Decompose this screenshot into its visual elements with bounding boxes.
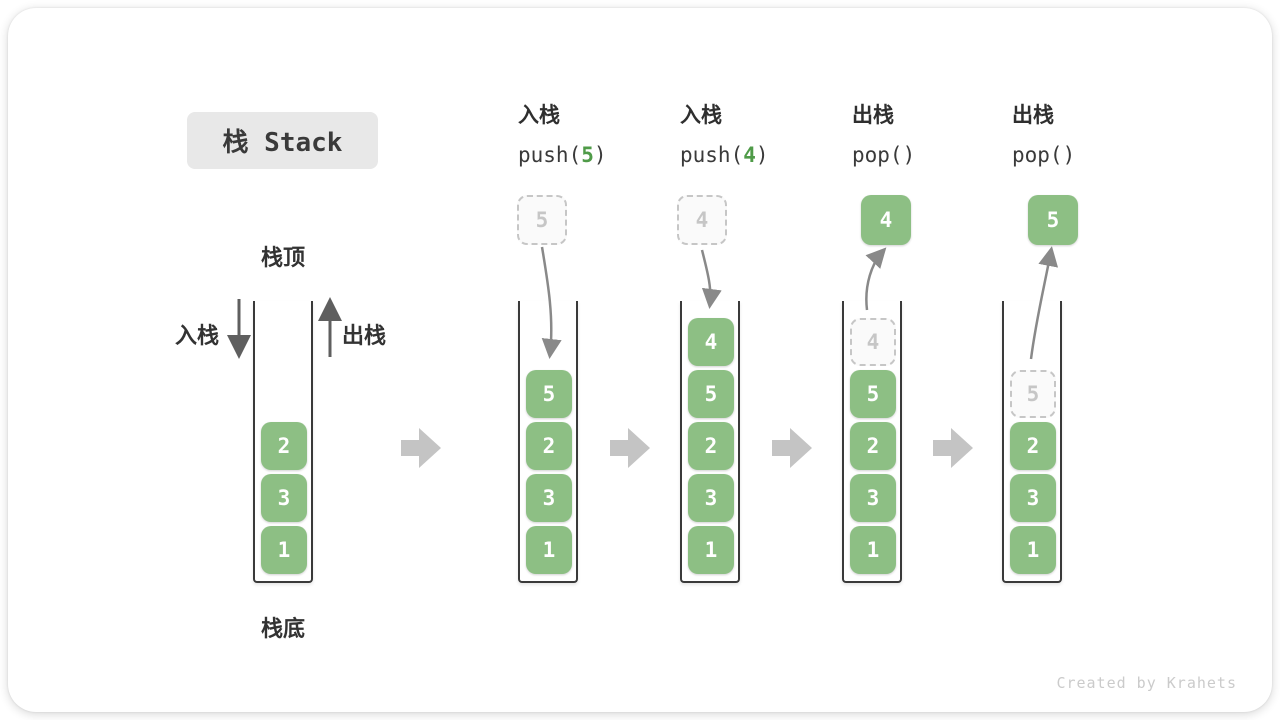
stack-container-initial: 2 3 1 [253, 301, 313, 583]
stack-container-push-5: 5 2 3 1 [518, 301, 578, 583]
header-push-5-code: push(5) [518, 142, 607, 168]
stack-bottom-label: 栈底 [260, 616, 305, 641]
header-pop-5: 出栈 pop() [1012, 104, 1075, 168]
ghost-slot: 4 [850, 318, 896, 366]
fn-pre: push( [680, 143, 744, 167]
header-push-4-zh: 入栈 [680, 104, 722, 127]
watermark: Created by Krahets [1056, 674, 1237, 692]
stack-block: 2 [850, 422, 896, 470]
fn-post: ) [593, 143, 607, 167]
popped-element-5: 5 [1028, 195, 1078, 245]
header-pop-5-zh: 出栈 [1012, 104, 1054, 127]
header-push-4-code: push(4) [680, 142, 769, 168]
push-side-label: 入栈 [175, 323, 220, 348]
stack-block: 1 [261, 526, 307, 574]
popped-element-4: 4 [861, 195, 911, 245]
stack-block: 3 [688, 474, 734, 522]
stack-block: 2 [688, 422, 734, 470]
header-pop-4-zh: 出栈 [852, 104, 894, 127]
stack-block: 3 [526, 474, 572, 522]
header-push-5-zh: 入栈 [518, 104, 560, 127]
stack-block: 1 [688, 526, 734, 574]
fn-arg: 4 [743, 143, 756, 167]
stack-block: 2 [1010, 422, 1056, 470]
fn-post: ) [1062, 143, 1076, 167]
stack-block: 1 [1010, 526, 1056, 574]
stack-block: 5 [850, 370, 896, 418]
stack-block: 3 [850, 474, 896, 522]
header-pop-5-code: pop() [1012, 142, 1075, 168]
stack-block: 5 [526, 370, 572, 418]
stack-block: 2 [261, 422, 307, 470]
fn-post: ) [755, 143, 769, 167]
stack-container-pop-4: 4 5 2 3 1 [842, 301, 902, 583]
ghost-slot: 5 [1010, 370, 1056, 418]
page-title: 栈 Stack [222, 128, 343, 158]
header-pop-4: 出栈 pop() [852, 104, 915, 168]
stack-block: 3 [261, 474, 307, 522]
fn-arg: 5 [581, 143, 594, 167]
stack-block: 1 [526, 526, 572, 574]
stack-block: 4 [688, 318, 734, 366]
incoming-element-4: 4 [677, 195, 727, 245]
title-badge: 栈 Stack [187, 112, 378, 169]
fn-pre: pop( [1012, 143, 1063, 167]
stack-block: 5 [688, 370, 734, 418]
pop-side-label: 出栈 [342, 323, 387, 348]
fn-pre: pop( [852, 143, 903, 167]
incoming-element-5: 5 [517, 195, 567, 245]
fn-pre: push( [518, 143, 582, 167]
stack-block: 1 [850, 526, 896, 574]
stack-block: 2 [526, 422, 572, 470]
stack-container-pop-5: 5 2 3 1 [1002, 301, 1062, 583]
header-pop-4-code: pop() [852, 142, 915, 168]
stack-container-push-4: 4 5 2 3 1 [680, 301, 740, 583]
stack-block: 3 [1010, 474, 1056, 522]
fn-post: ) [902, 143, 916, 167]
header-push-4: 入栈 push(4) [680, 104, 769, 168]
header-push-5: 入栈 push(5) [518, 104, 607, 168]
stack-top-label: 栈顶 [260, 245, 305, 270]
